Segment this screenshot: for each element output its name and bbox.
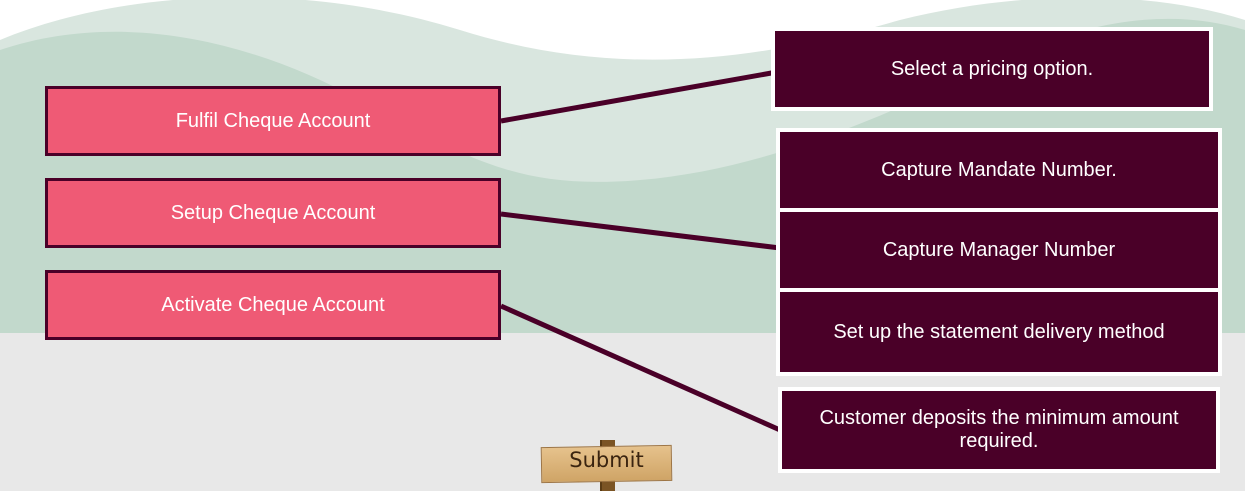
stage-label: Activate Cheque Account <box>161 293 385 316</box>
task-select-pricing-option[interactable]: Select a pricing option. <box>771 27 1213 111</box>
task-capture-manager-number[interactable]: Capture Manager Number <box>776 208 1222 292</box>
stage-setup-cheque-account[interactable]: Setup Cheque Account <box>45 178 501 248</box>
stage-fulfil-cheque-account[interactable]: Fulfil Cheque Account <box>45 86 501 156</box>
task-statement-delivery-method[interactable]: Set up the statement delivery method <box>776 288 1222 376</box>
task-label: Customer deposits the minimum amount req… <box>819 407 1179 452</box>
task-label: Capture Mandate Number. <box>881 158 1117 181</box>
task-group: Capture Mandate Number. Capture Manager … <box>776 128 1222 376</box>
stage-activate-cheque-account[interactable]: Activate Cheque Account <box>45 270 501 340</box>
task-label: Select a pricing option. <box>890 57 1094 80</box>
task-label: Set up the statement delivery method <box>833 320 1165 343</box>
task-label: Capture Manager Number <box>882 238 1116 261</box>
task-customer-deposits-minimum[interactable]: Customer deposits the minimum amount req… <box>778 387 1220 473</box>
stage-label: Fulfil Cheque Account <box>175 109 371 132</box>
task-capture-mandate-number[interactable]: Capture Mandate Number. <box>776 128 1222 212</box>
stage-label: Setup Cheque Account <box>170 201 376 224</box>
submit-label: Submit <box>569 448 644 472</box>
submit-button[interactable]: Submit <box>537 436 677 491</box>
